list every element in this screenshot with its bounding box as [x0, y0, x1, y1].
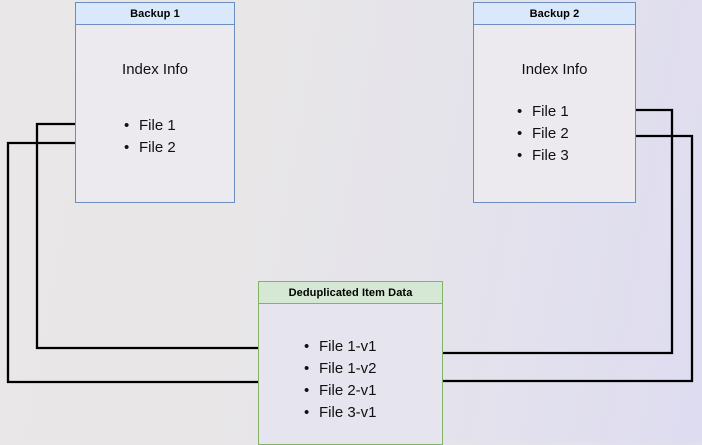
list-item: File 3-v1 — [304, 402, 377, 424]
backup-2-index-info-label: Index Info — [521, 61, 588, 78]
list-item: File 2 — [517, 123, 569, 145]
backup-1-file-list: File 1 File 2 — [124, 115, 176, 159]
node-backup-2-header: Backup 2 — [474, 3, 635, 25]
connector-backup1-file2-to-file2v1 — [6, 141, 298, 386]
list-item: File 2 — [124, 137, 176, 159]
node-backup-1[interactable]: Backup 1 Index Info File 1 File 2 — [75, 2, 235, 203]
node-dedup-body: File 1-v1 File 1-v2 File 2-v1 File 3-v1 — [259, 304, 442, 444]
node-backup-1-header: Backup 1 — [76, 3, 234, 25]
node-backup-1-body: Index Info File 1 File 2 — [76, 25, 234, 202]
list-item: File 3 — [517, 145, 569, 167]
list-item: File 1 — [124, 115, 176, 137]
node-backup-2-body: Index Info File 1 File 2 File 3 — [474, 25, 635, 202]
list-item: File 1 — [517, 101, 569, 123]
connector-backup2-file2-to-file2v1 — [396, 134, 694, 385]
list-item: File 1-v1 — [304, 336, 377, 358]
dedup-file-list: File 1-v1 File 1-v2 File 2-v1 File 3-v1 — [304, 336, 377, 424]
list-item: File 2-v1 — [304, 380, 377, 402]
list-item: File 1-v2 — [304, 358, 377, 380]
node-backup-2[interactable]: Backup 2 Index Info File 1 File 2 File 3 — [473, 2, 636, 203]
backup-1-index-info-label: Index Info — [122, 61, 188, 78]
node-deduplicated-item-data[interactable]: Deduplicated Item Data File 1-v1 File 1-… — [258, 281, 443, 445]
node-dedup-header: Deduplicated Item Data — [259, 282, 442, 304]
backup-2-file-list: File 1 File 2 File 3 — [517, 101, 569, 167]
